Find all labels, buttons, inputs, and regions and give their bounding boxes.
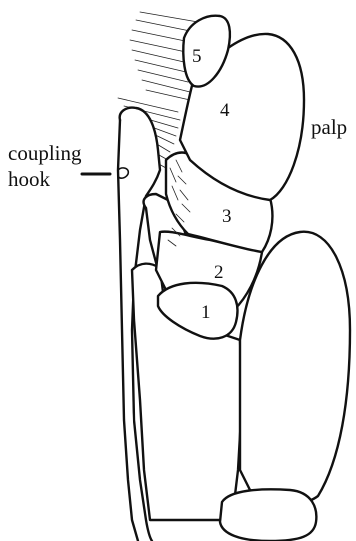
palp-label: palp [311, 115, 347, 139]
segment-2-number: 2 [214, 262, 224, 283]
coupling-label-line2: hook [8, 167, 51, 191]
segment-4-number: 4 [220, 100, 230, 121]
segment-5-number: 5 [192, 46, 202, 67]
segment-3-number: 3 [222, 206, 232, 227]
basal-lobe [220, 489, 316, 541]
segment-1-number: 1 [201, 302, 211, 323]
coupling-label-line1: coupling [8, 141, 82, 165]
